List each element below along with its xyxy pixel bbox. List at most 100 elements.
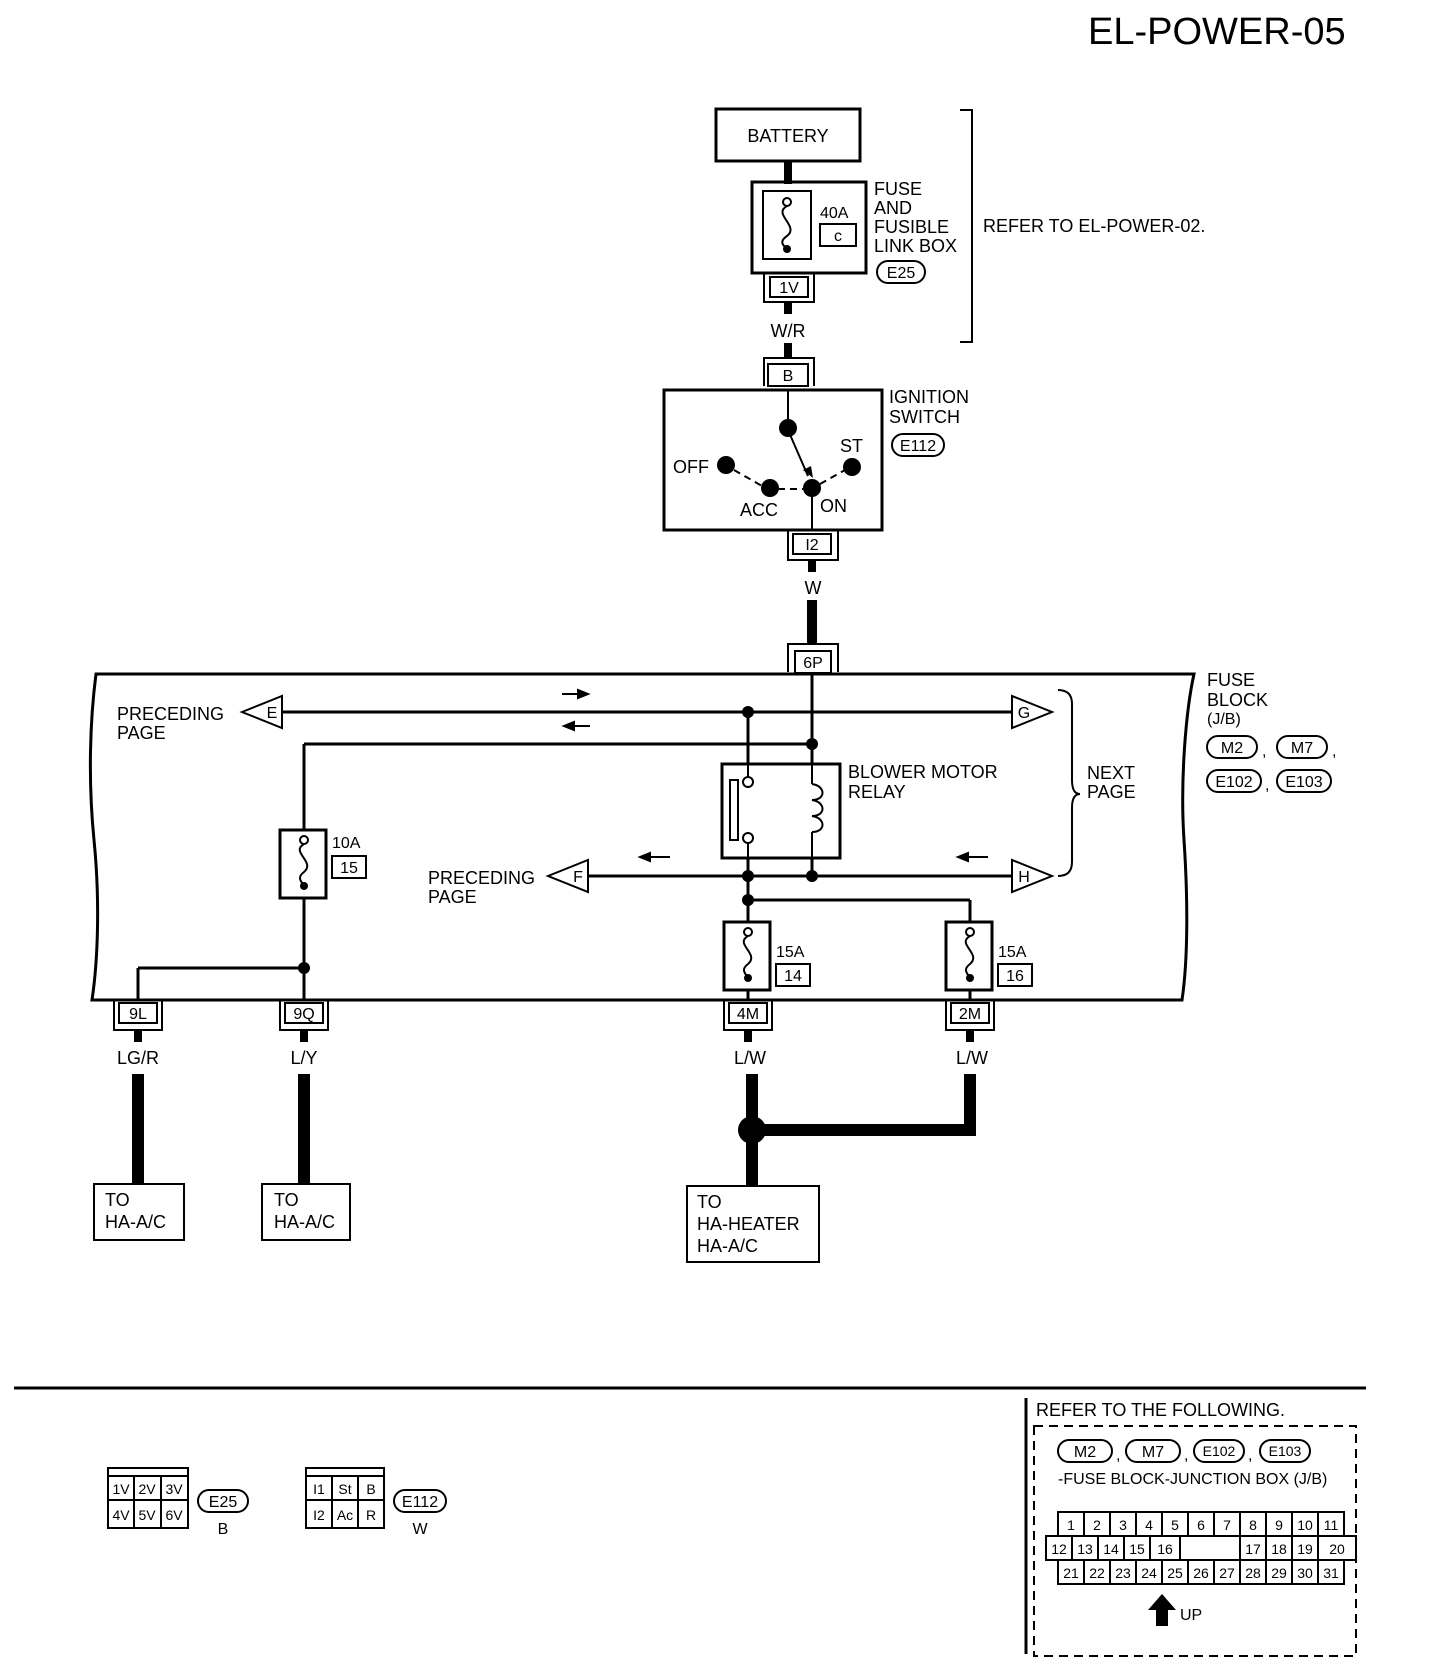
dest-1-line-1: TO xyxy=(105,1190,130,1210)
tag-sep-2: , xyxy=(1332,743,1336,760)
preceding-page-e-2: PAGE xyxy=(117,723,166,743)
jb-cell-19: 19 xyxy=(1297,1541,1313,1557)
refer-sep-1: , xyxy=(1116,1447,1120,1464)
relay-coil xyxy=(811,783,824,833)
fuse-16-number: 16 xyxy=(1006,968,1024,985)
wire-color-wr: W/R xyxy=(771,321,806,341)
terminal-6p: 6P xyxy=(787,643,839,674)
jb-cell-25: 25 xyxy=(1167,1565,1183,1581)
jb-cell-5: 5 xyxy=(1171,1517,1179,1533)
fuse-15a-14: 15A 14 xyxy=(722,920,811,992)
jb-cell-29: 29 xyxy=(1271,1565,1287,1581)
ignition-switch-label-2: SWITCH xyxy=(889,407,960,427)
battery: BATTERY xyxy=(714,107,862,163)
connector-tag-e25-text: E25 xyxy=(887,265,916,282)
fuse-block-label-3: (J/B) xyxy=(1207,711,1241,728)
e112-cell-2: St xyxy=(338,1481,351,1497)
fuse-link-box: 40A c xyxy=(750,180,868,275)
jb-cell-23: 23 xyxy=(1115,1565,1131,1581)
jb-cell-21: 21 xyxy=(1063,1565,1079,1581)
jb-cell-2: 2 xyxy=(1093,1517,1101,1533)
connector-tag-e102: E102 xyxy=(1206,769,1262,793)
dest-3-line-3: HA-A/C xyxy=(697,1236,758,1256)
ignition-pos-off: OFF xyxy=(673,457,709,477)
jb-cell-12: 12 xyxy=(1051,1541,1067,1557)
e112-face-color: W xyxy=(412,1521,428,1538)
fuse-link-box-label-2: AND xyxy=(874,198,912,218)
connector-tag-m7-text: M7 xyxy=(1291,740,1313,757)
refer-sep-2: , xyxy=(1184,1447,1188,1464)
connector-tag-m2: M2 xyxy=(1206,735,1258,759)
dest-2-line-2: HA-A/C xyxy=(274,1212,335,1232)
fuse-block-label-2: BLOCK xyxy=(1207,690,1268,710)
fuse-block-label-1: FUSE xyxy=(1207,670,1255,690)
ignition-pos-on: ON xyxy=(820,496,847,516)
fusible-link-40a xyxy=(781,197,792,253)
jb-cell-10: 10 xyxy=(1297,1517,1313,1533)
fuse-40a-rating: 40A xyxy=(820,205,849,222)
fuse-15-number: 15 xyxy=(340,860,358,877)
terminal-1v: 1V xyxy=(763,273,815,303)
jb-connector-grid xyxy=(1045,1511,1357,1585)
current-arrows xyxy=(561,688,988,863)
refer-bracket xyxy=(960,109,973,343)
offpage-g: G xyxy=(1011,694,1055,730)
tag-sep-3: , xyxy=(1265,777,1269,794)
harness-wires xyxy=(132,1074,976,1186)
dest-3-line-2: HA-HEATER xyxy=(697,1214,800,1234)
up-label: UP xyxy=(1180,1607,1202,1624)
refer-sep-3: , xyxy=(1248,1447,1252,1464)
fuse-15-rating: 10A xyxy=(332,835,361,852)
jb-cell-6: 6 xyxy=(1197,1517,1205,1533)
jb-cell-1: 1 xyxy=(1067,1517,1075,1533)
terminal-1v-label: 1V xyxy=(779,280,799,297)
dest-ha-ac-2: TO HA-A/C xyxy=(261,1183,351,1241)
terminal-b: B xyxy=(763,357,815,387)
jb-cell-28: 28 xyxy=(1245,1565,1261,1581)
dest-ha-ac-1: TO HA-A/C xyxy=(93,1183,185,1241)
jb-cell-7: 7 xyxy=(1223,1517,1231,1533)
terminal-6p-label: 6P xyxy=(803,655,823,672)
jb-cell-31: 31 xyxy=(1323,1565,1339,1581)
preceding-page-e-1: PRECEDING xyxy=(117,704,224,724)
e112-cell-3: B xyxy=(366,1481,375,1497)
terminal-2m-label: 2M xyxy=(959,1006,981,1023)
refer-el-power-02: REFER TO EL-POWER-02. xyxy=(983,216,1205,236)
fuse-14-number: 14 xyxy=(784,968,802,985)
blower-relay-label-2: RELAY xyxy=(848,782,906,802)
next-page-1: NEXT xyxy=(1087,763,1135,783)
connector-tag-e25: E25 xyxy=(876,260,926,284)
offpage-h-letter: H xyxy=(1018,869,1030,886)
refer-tag-e102: E102 xyxy=(1203,1443,1236,1459)
e112-cell-4: I2 xyxy=(313,1507,325,1523)
refer-box-caption: -FUSE BLOCK-JUNCTION BOX (J/B) xyxy=(1058,1471,1327,1488)
terminal-4m: 4M xyxy=(723,1000,773,1031)
preceding-page-f-1: PRECEDING xyxy=(428,868,535,888)
up-arrow-icon xyxy=(1148,1594,1176,1626)
fuse-15a-16: 15A 16 xyxy=(944,920,1033,992)
fuse-block-outline xyxy=(88,672,1196,1002)
jb-cell-17: 17 xyxy=(1245,1541,1261,1557)
jb-cell-18: 18 xyxy=(1271,1541,1287,1557)
refer-tag-m2: M2 xyxy=(1074,1444,1096,1461)
connector-face-e112: I1 St B I2 Ac R E112 W xyxy=(305,1467,447,1538)
terminal-9l: 9L xyxy=(113,1000,163,1031)
terminal-i2: I2 xyxy=(787,530,839,561)
jb-cell-20: 20 xyxy=(1329,1541,1345,1557)
jb-grid-row3: 21 22 23 24 25 26 27 28 29 30 31 xyxy=(1063,1565,1339,1581)
wire-color-lgr: LG/R xyxy=(117,1048,159,1068)
jb-cell-8: 8 xyxy=(1249,1517,1257,1533)
offpage-f-letter: F xyxy=(573,869,583,886)
e25-cell-4: 4V xyxy=(112,1507,130,1523)
jb-cell-9: 9 xyxy=(1275,1517,1283,1533)
terminal-9l-label: 9L xyxy=(129,1006,147,1023)
e25-cell-1: 1V xyxy=(112,1481,130,1497)
jb-cell-4: 4 xyxy=(1145,1517,1153,1533)
page-title: EL-POWER-05 xyxy=(1088,11,1346,53)
wire-color-w: W xyxy=(805,578,822,598)
dest-2-line-1: TO xyxy=(274,1190,299,1210)
ignition-pos-st: ST xyxy=(840,436,863,456)
terminal-stubs xyxy=(134,1030,974,1042)
e25-cell-3: 3V xyxy=(165,1481,183,1497)
